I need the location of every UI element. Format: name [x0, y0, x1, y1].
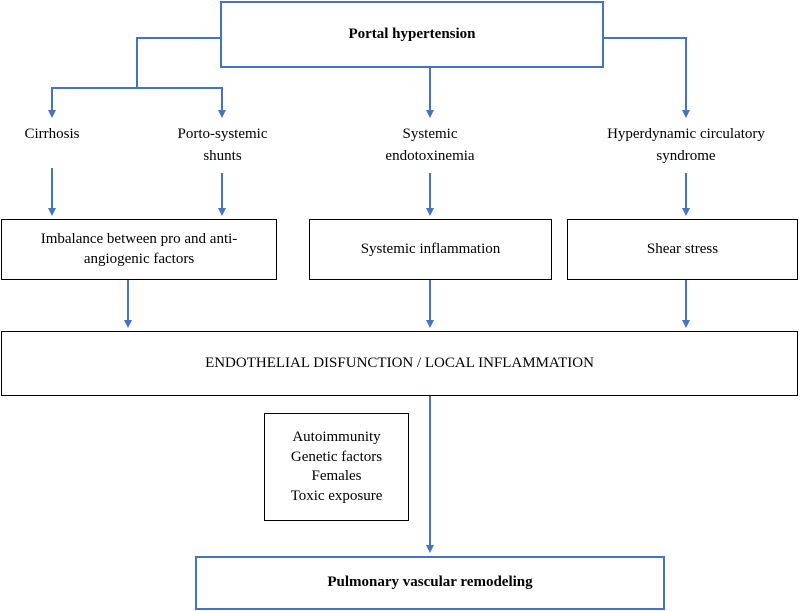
hyperdynamic-line-2: syndrome — [656, 147, 716, 164]
pulmonary-vascular-remodeling-box: Pulmonary vascular remodeling — [195, 556, 665, 610]
shunts-line-1: Porto-systemic — [177, 126, 268, 142]
cirrhosis-label: Cirrhosis — [2, 124, 102, 146]
portal-hypertension-box: Portal hypertension — [220, 1, 604, 68]
modifier-toxic-exposure: Toxic exposure — [290, 487, 383, 504]
systemic-endotoxinemia-label: Systemic endotoxinemia — [360, 124, 500, 168]
systemic-inflammation-box: Systemic inflammation — [309, 219, 552, 280]
portal-hypertension-label: Portal hypertension — [348, 25, 476, 42]
endothelial-dysfunction-box: ENDOTHELIAL DISFUNCTION / LOCAL INFLAMMA… — [1, 331, 798, 396]
pulmonary-vascular-remodeling-text: Pulmonary vascular remodeling — [327, 574, 533, 591]
hyperdynamic-line-1: Hyperdynamic circulatory — [607, 126, 765, 142]
modifier-genetic-factors: Genetic factors — [290, 448, 383, 465]
systemic-inflammation-text: Systemic inflammation — [360, 240, 501, 257]
shear-stress-text: Shear stress — [646, 240, 719, 257]
modifier-autoimmunity: Autoimmunity — [292, 429, 381, 445]
connector-left-branch-to-shunts — [137, 87, 226, 118]
endotoxinemia-line-1: Systemic — [402, 126, 458, 142]
imbalance-angiogenic-box: Imbalance between pro and anti- angiogen… — [1, 219, 277, 280]
endothelial-dysfunction-text: ENDOTHELIAL DISFUNCTION / LOCAL INFLAMMA… — [205, 354, 594, 371]
risk-modifiers-box: Autoimmunity Genetic factors Females Tox… — [264, 413, 409, 521]
hyperdynamic-syndrome-label: Hyperdynamic circulatory syndrome — [576, 124, 796, 168]
shear-stress-box: Shear stress — [567, 219, 798, 280]
shunts-line-2: shunts — [203, 147, 242, 164]
porto-systemic-shunts-label: Porto-systemic shunts — [150, 124, 295, 168]
cirrhosis-text: Cirrhosis — [24, 126, 80, 142]
endotoxinemia-line-2: endotoxinemia — [385, 147, 475, 164]
imbalance-line-1: Imbalance between pro and anti- — [40, 231, 238, 247]
connector-top-to-left-branch — [48, 37, 220, 118]
modifier-females: Females — [311, 468, 362, 484]
imbalance-line-2: angiogenic factors — [83, 250, 195, 267]
connector-top-to-hyperdynamic — [604, 37, 690, 118]
